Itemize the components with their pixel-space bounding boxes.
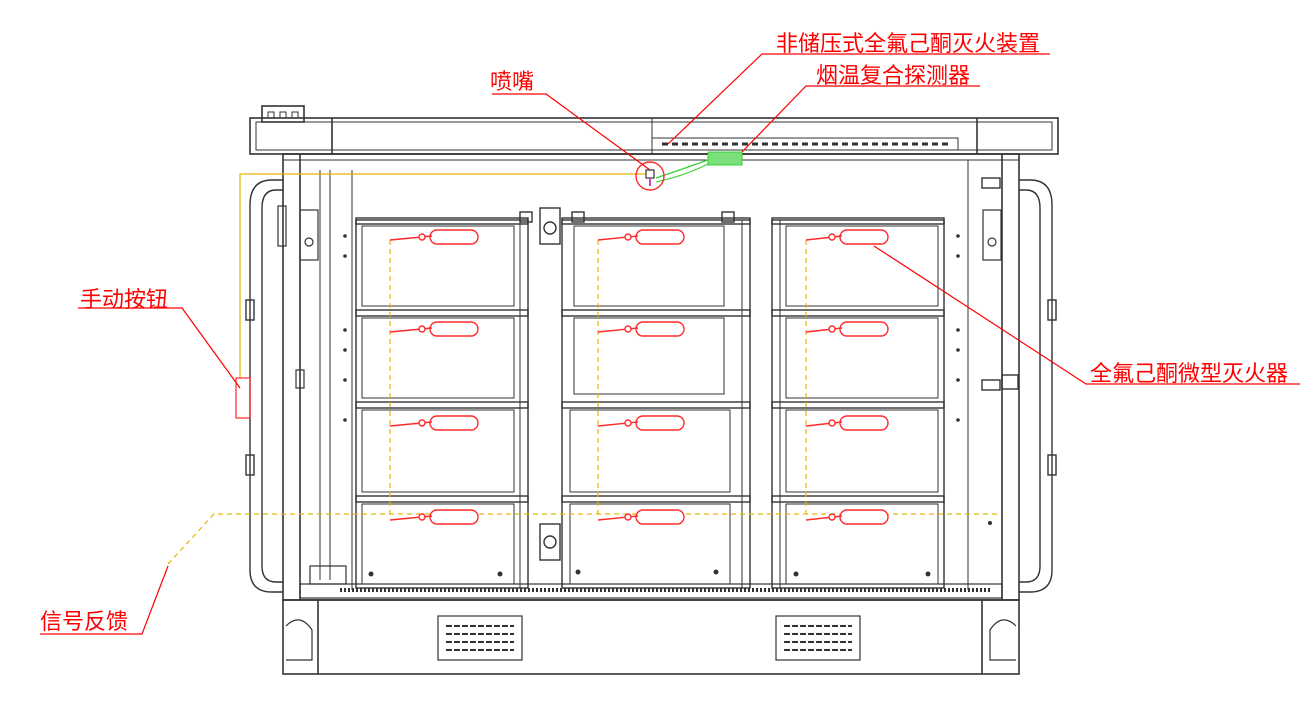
annotation-leaders (40, 53, 1300, 635)
cabinet-roof (249, 105, 1059, 155)
label-manual-button: 手动按钮 (80, 288, 169, 313)
cabinet-base (282, 599, 1020, 675)
smoke-temp-detector (655, 151, 743, 183)
bottom-rail (299, 565, 1003, 599)
label-micro-extinguisher: 全氟己酮微型灭火器 (1090, 362, 1289, 387)
extinguisher-r2-c1 (389, 321, 479, 337)
extinguisher-r1-c1 (389, 229, 479, 245)
extinguisher-r1-c2 (597, 229, 685, 245)
right-handle (981, 177, 1057, 593)
leader-manual-button (78, 307, 241, 389)
leader-nozzle (492, 93, 651, 171)
manual-button-box (235, 377, 251, 419)
latch-details (277, 205, 1002, 389)
leader-micro-extinguisher (873, 245, 1300, 385)
extinguisher-r3-c1 (389, 415, 479, 431)
label-smoke-temp-detector: 烟温复合探测器 (816, 64, 971, 89)
extinguisher-r2-c2 (597, 321, 685, 337)
label-non-storage-device: 非储压式全氟己酮灭火装置 (776, 32, 1041, 57)
extinguisher-r4-c3 (805, 509, 889, 525)
label-nozzle: 喷嘴 (490, 70, 535, 95)
label-signal-feedback: 信号反馈 (40, 610, 129, 635)
vent-grilles (446, 625, 852, 651)
signal-wiring (167, 173, 1000, 565)
cabinet-body (282, 153, 1020, 601)
micro-extinguishers (389, 229, 889, 525)
leader-smoke-temp-detector (741, 85, 980, 153)
extinguisher-r3-c2 (597, 415, 685, 431)
extinguisher-r2-c3 (805, 321, 889, 337)
battery-racks (355, 207, 945, 589)
rack-screw-dots (343, 234, 992, 577)
nozzle (635, 161, 665, 191)
extinguisher-r3-c3 (805, 415, 889, 431)
extinguisher-r4-c2 (597, 509, 685, 525)
leader-non-storage-device (667, 53, 1050, 145)
extinguisher-r4-c1 (389, 509, 479, 525)
extinguisher-r1-c3 (805, 229, 889, 245)
leader-signal-feedback (40, 565, 169, 635)
